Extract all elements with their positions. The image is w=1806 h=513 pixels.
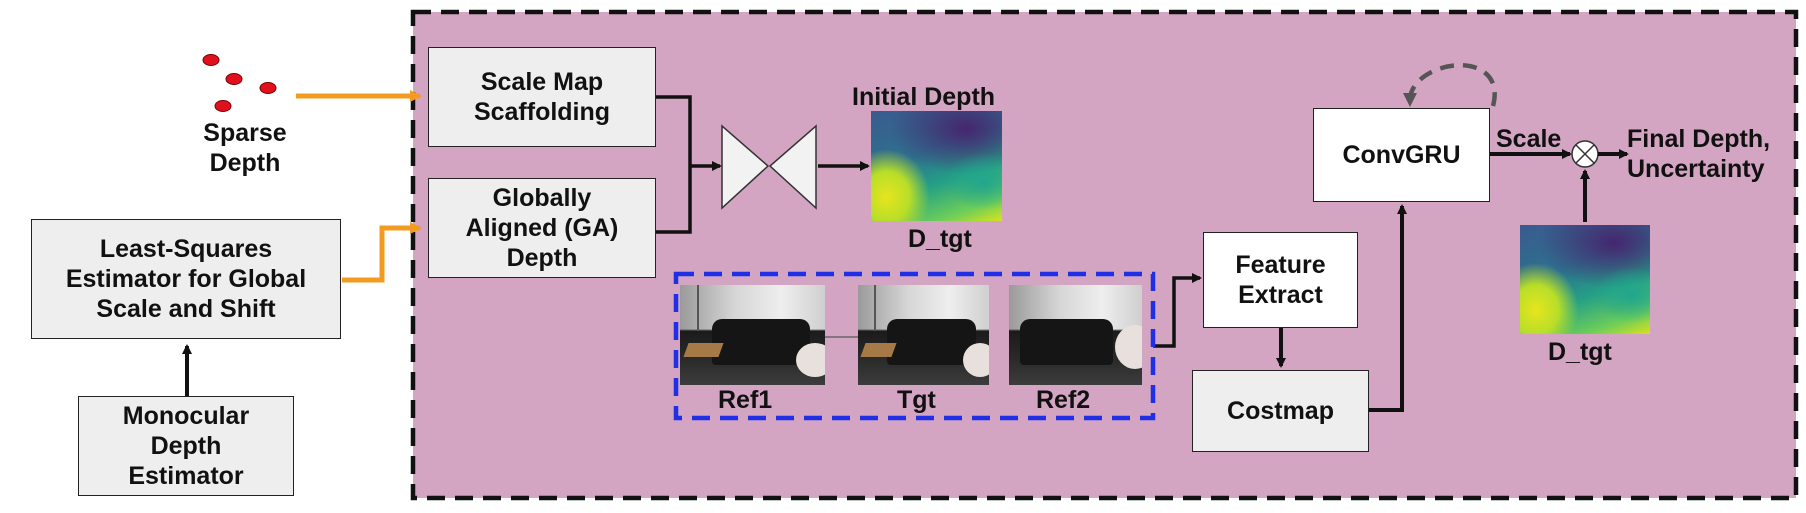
scale-label: Scale [1496, 125, 1562, 153]
convgru-box: ConvGRU [1313, 108, 1490, 202]
frames-to-feature-extract-arrow [1153, 273, 1202, 348]
monocular-depth-estimator-label: Monocular Depth Estimator [122, 402, 250, 490]
monocular-depth-estimator-box: Monocular Depth Estimator [78, 396, 294, 496]
ref2-frame [1009, 285, 1142, 385]
feature-extract-box: Feature Extract [1203, 232, 1358, 328]
lsq-to-ga-depth-arrow [342, 222, 422, 283]
convgru-label: ConvGRU [1342, 141, 1461, 169]
encoder-decoder-icon [721, 124, 817, 210]
scale-map-scaffolding-label: Scale Map Scaffolding [473, 68, 611, 126]
sparse-depth-label: Sparse Depth [203, 119, 287, 177]
costmap-to-convgru-arrow [1369, 204, 1407, 412]
multiply-icon [1571, 140, 1599, 168]
initial-depth-label: Initial Depth [852, 83, 996, 111]
output-depth-map [1520, 225, 1650, 334]
frames-group [673, 271, 1156, 421]
scale-map-to-merge-line [656, 95, 692, 166]
initial-depth-map [871, 111, 1002, 221]
ga-depth-label: Globally Aligned (GA) Depth [465, 184, 619, 272]
output-dtgt-label: D_tgt [1548, 338, 1612, 366]
tgt-label: Tgt [897, 386, 936, 414]
ref1-frame [680, 285, 825, 385]
feature-extract-label: Feature Extract [1235, 251, 1326, 309]
least-squares-estimator-box: Least-Squares Estimator for Global Scale… [31, 219, 341, 339]
least-squares-estimator-label: Least-Squares Estimator for Global Scale… [65, 235, 307, 323]
costmap-label: Costmap [1227, 397, 1334, 425]
sparse-depth-icon [202, 54, 277, 112]
tgt-frame [858, 285, 989, 385]
initial-dtgt-label: D_tgt [908, 225, 972, 253]
costmap-box: Costmap [1192, 370, 1369, 452]
scale-map-scaffolding-box: Scale Map Scaffolding [428, 47, 656, 147]
ga-depth-box: Globally Aligned (GA) Depth [428, 178, 656, 278]
convgru-recurrent-loop [1403, 62, 1497, 107]
final-depth-uncertainty-label: Final Depth, Uncertainty [1627, 125, 1771, 183]
ref1-label: Ref1 [718, 386, 773, 414]
ref2-label: Ref2 [1036, 386, 1091, 414]
ga-depth-to-merge-line [656, 166, 692, 234]
